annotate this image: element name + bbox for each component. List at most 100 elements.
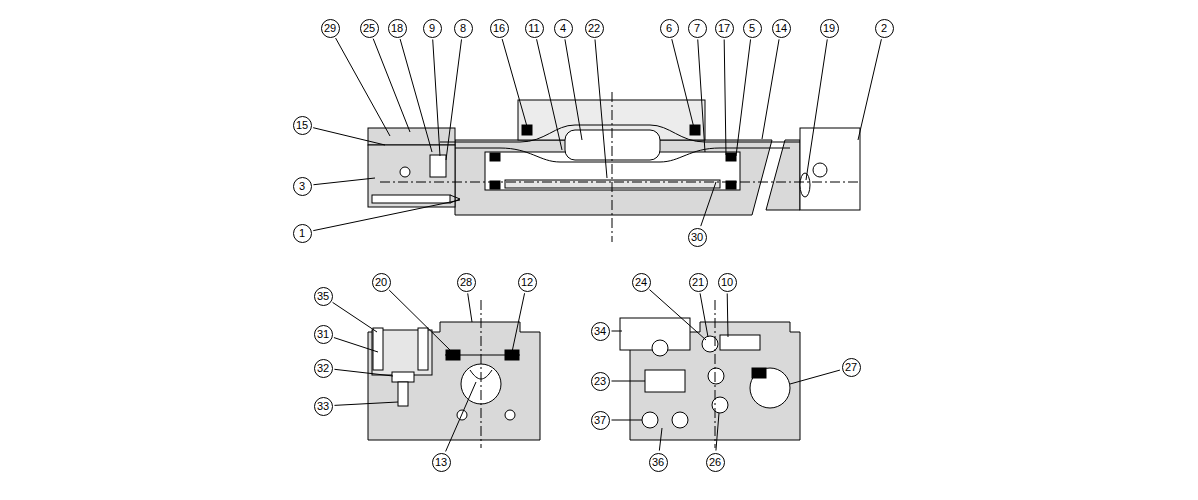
leader-lines — [313, 38, 881, 451]
top-section — [368, 92, 860, 242]
top-section-shape — [400, 167, 410, 177]
callout-number: 22 — [585, 19, 604, 38]
callout-number: 6 — [660, 19, 679, 38]
callout-text: 36 — [652, 457, 664, 468]
callout-number: 4 — [554, 19, 573, 38]
callout-text: 32 — [317, 363, 329, 374]
right-cross-section-shape — [712, 397, 728, 413]
callout-text: 12 — [521, 277, 533, 288]
callout-text: 28 — [460, 277, 472, 288]
callout-text: 27 — [845, 362, 857, 373]
top-section-shape-shape — [690, 125, 700, 135]
callout-number: 35 — [314, 287, 333, 306]
leader-line — [446, 382, 476, 451]
leader-line — [313, 128, 385, 145]
left-cross-section-shape — [373, 328, 383, 370]
callout-number: 19 — [820, 19, 839, 38]
leader-line — [595, 39, 607, 178]
callout-number: 11 — [525, 19, 544, 38]
callout-number: 3 — [293, 177, 312, 196]
callout-number: 8 — [454, 19, 473, 38]
callout-number: 5 — [743, 19, 762, 38]
callout-text: 34 — [594, 326, 606, 337]
left-cross-section — [368, 300, 540, 448]
callout-text: 33 — [317, 401, 329, 412]
right-cross-section-shape — [752, 368, 766, 378]
callout-number: 29 — [321, 19, 340, 38]
right-cross-section-shape — [715, 300, 716, 448]
right-cross-section-shape — [672, 412, 688, 428]
leader-line — [727, 293, 729, 337]
callout-number: 33 — [314, 397, 333, 416]
left-cross-section-shape — [446, 350, 460, 360]
leader-line — [762, 39, 779, 139]
callout-text: 5 — [749, 23, 755, 34]
right-cross-section-shape — [720, 335, 760, 350]
right-cross-section-shape — [750, 368, 790, 408]
callout-text: 16 — [493, 23, 505, 34]
callout-number: 12 — [518, 273, 537, 292]
callout-text: 11 — [528, 23, 539, 34]
callout-text: 23 — [594, 376, 606, 387]
leader-line — [502, 39, 528, 130]
right-cross-section-shape — [652, 340, 668, 356]
left-cross-section-shape — [505, 410, 515, 420]
leader-line — [389, 290, 452, 352]
left-cross-section-shape — [392, 372, 414, 382]
top-section-shape — [440, 125, 800, 142]
callout-number: 20 — [372, 273, 391, 292]
callout-number: 7 — [688, 19, 707, 38]
callout-text: 29 — [324, 23, 336, 34]
leader-line — [698, 39, 705, 152]
callout-number: 31 — [314, 325, 333, 344]
leader-line — [446, 39, 462, 160]
left-cross-section-shape — [398, 382, 408, 406]
callout-text: 22 — [588, 23, 600, 34]
leader-line — [790, 370, 840, 384]
right-cross-section — [620, 300, 800, 448]
callout-text: 31 — [317, 329, 329, 340]
leader-line — [701, 182, 716, 226]
callout-text: 9 — [429, 23, 435, 34]
callout-number: 1 — [293, 224, 312, 243]
callout-text: 37 — [594, 415, 606, 426]
callout-text: 15 — [296, 120, 308, 131]
right-cross-section-shape — [642, 412, 658, 428]
left-cross-section-shape — [481, 300, 482, 448]
callout-text: 19 — [823, 23, 835, 34]
callout-text: 35 — [317, 291, 329, 302]
callout-number: 21 — [689, 273, 708, 292]
leader-line — [313, 200, 460, 231]
callout-text: 1 — [299, 228, 305, 239]
top-section-shape — [368, 145, 455, 207]
callout-number: 30 — [688, 228, 707, 247]
leader-line — [612, 381, 646, 382]
leader-line — [672, 39, 694, 128]
callout-number: 2 — [875, 19, 894, 38]
callout-number: 18 — [388, 19, 407, 38]
leader-line — [724, 39, 726, 155]
top-section-shape — [813, 163, 827, 177]
callout-number: 9 — [423, 19, 442, 38]
top-section-shape — [455, 148, 790, 162]
callout-number: 16 — [490, 19, 509, 38]
callout-number: 17 — [715, 19, 734, 38]
leader-line — [433, 39, 440, 156]
callout-number: 26 — [706, 453, 725, 472]
leader-line — [512, 293, 525, 352]
top-section-shape — [766, 140, 800, 210]
left-cross-section-shape — [418, 328, 428, 370]
callout-text: 13 — [435, 457, 447, 468]
leader-line — [612, 331, 623, 332]
callout-number: 24 — [632, 273, 651, 292]
top-section-shape-shape — [726, 153, 736, 161]
callout-number: 15 — [293, 116, 312, 135]
callout-text: 6 — [666, 23, 672, 34]
leader-line — [333, 302, 377, 332]
callout-text: 18 — [391, 23, 403, 34]
leader-line — [700, 293, 708, 337]
callout-text: 7 — [694, 23, 700, 34]
callout-number: 36 — [649, 453, 668, 472]
leader-line — [659, 428, 662, 451]
